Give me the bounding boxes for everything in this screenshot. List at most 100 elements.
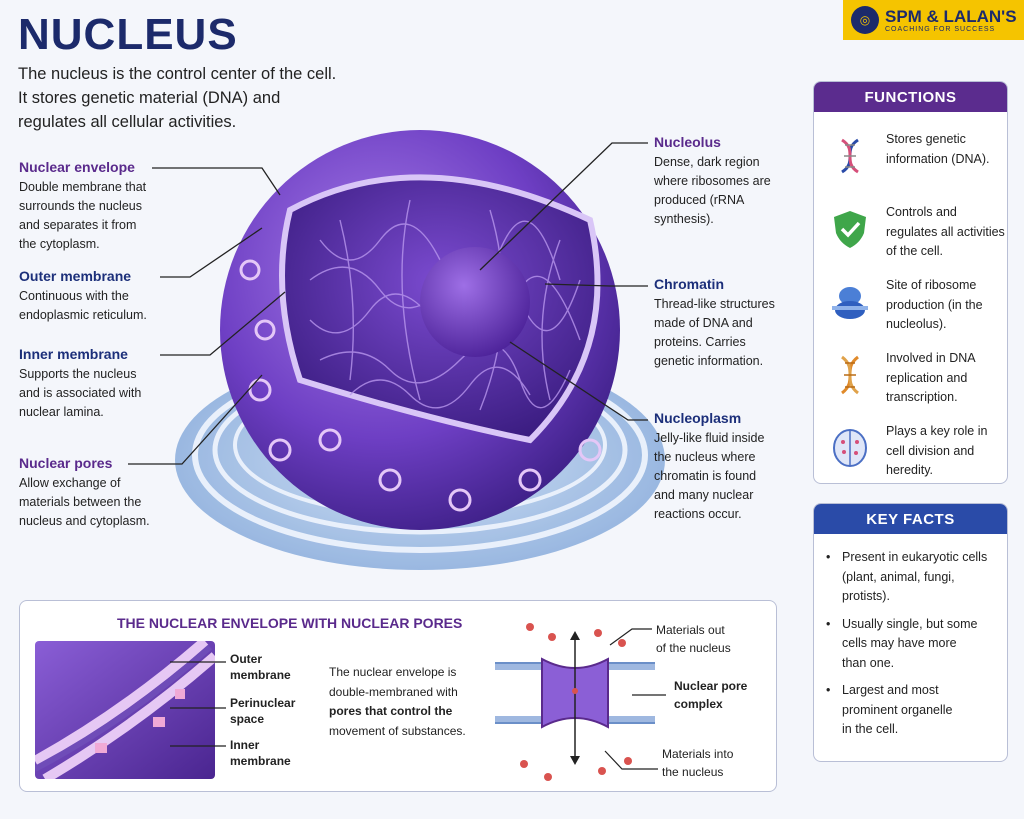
nuclear-pore-complex-diagram [495, 623, 655, 781]
desc-line: made of DNA and [654, 316, 753, 330]
label-line: Inner [230, 738, 260, 752]
desc-line: Supports the nucleus [19, 367, 137, 381]
desc-line: endoplasmic reticulum. [19, 308, 147, 322]
functions-panel: FUNCTIONS Stores genetic information (DN… [813, 81, 1008, 484]
pore-leader-lines [604, 628, 666, 770]
label-line: complex [674, 697, 723, 711]
label-title: Outer membrane [19, 268, 132, 284]
text-line: nucleolus). [886, 317, 947, 331]
key-fact-item: • Usually single, but some cells may hav… [826, 615, 999, 674]
label-inner-membrane: Inner membrane Supports the nucleus and … [19, 346, 179, 422]
fact-line: (plant, animal, fungi, [842, 569, 955, 584]
label-line: of the nucleus [656, 641, 731, 655]
label-materials-in: Materials into the nucleus [662, 745, 733, 781]
envelope-description: The nuclear envelope is double-membraned… [329, 663, 466, 741]
desc-line: the cytoplasm. [19, 237, 100, 251]
desc-line: nucleus and cytoplasm. [19, 514, 150, 528]
envelope-closeup-image [35, 641, 215, 779]
desc-line: Dense, dark region [654, 155, 760, 169]
label-line: Materials into [662, 747, 734, 761]
label-line: membrane [230, 754, 291, 768]
label-nuclear-pores: Nuclear pores Allow exchange of material… [19, 455, 179, 531]
function-item: Involved in DNA replication and transcri… [814, 345, 1007, 418]
key-fact-item: • Largest and most prominent organelle i… [826, 681, 999, 740]
desc-line: Allow exchange of [19, 476, 121, 490]
label-desc: Dense, dark region where ribosomes are p… [654, 153, 804, 229]
brand-tagline: COACHING FOR SUCCESS [885, 25, 996, 33]
desc-line: produced (rRNA [654, 193, 745, 207]
intro-line-2: It stores genetic material (DNA) and [18, 89, 281, 107]
label-nuclear-pore-complex: Nuclear pore complex [674, 677, 747, 713]
text-line: regulates all activities [886, 224, 1005, 239]
label-line: Outer [230, 652, 263, 666]
text-line: Plays a key role in [886, 424, 988, 438]
function-item: Plays a key role in cell division and he… [814, 418, 1007, 491]
label-line: Perinuclear [230, 696, 296, 710]
intro-text: The nucleus is the control center of the… [18, 62, 378, 134]
label-desc: Continuous with the endoplasmic reticulu… [19, 287, 179, 325]
bullet-icon: • [826, 550, 831, 564]
desc-line: synthesis). [654, 212, 714, 226]
label-title: Inner membrane [19, 346, 128, 362]
text-line: information (DNA). [886, 151, 990, 166]
key-facts-heading: KEY FACTS [814, 504, 1007, 534]
key-facts-panel: KEY FACTS • Present in eukaryotic cells … [813, 503, 1008, 762]
label-title: Nuclear pores [19, 455, 113, 471]
pores-panel-title: THE NUCLEAR ENVELOPE WITH NUCLEAR PORES [117, 615, 463, 631]
desc-line: The nuclear envelope is [329, 665, 457, 679]
nuclear-pores-panel: THE NUCLEAR ENVELOPE WITH NUCLEAR PORES … [19, 600, 777, 792]
label-chromatin: Chromatin Thread-like structures made of… [654, 276, 804, 371]
function-item: Site of ribosome production (in the nucl… [814, 272, 1007, 345]
function-item: Controls and regulates all activities of… [814, 199, 1007, 272]
text-line: production (in the [886, 297, 983, 312]
brand-emblem-icon: ◎ [851, 6, 879, 34]
fact-line: Present in eukaryotic cells [842, 550, 988, 564]
label-materials-out: Materials out of the nucleus [656, 621, 731, 657]
label-nucleolus: Nucleolus Dense, dark region where ribos… [654, 134, 804, 229]
intro-line-3: regulates all cellular activities. [18, 113, 237, 131]
desc-line: Double membrane that [19, 180, 147, 194]
text-line: Stores genetic [886, 132, 966, 146]
function-text: Involved in DNA replication and transcri… [886, 349, 976, 408]
label-title: Chromatin [654, 276, 724, 292]
text-line: replication and [886, 370, 968, 385]
desc-line: and separates it from [19, 218, 137, 232]
function-text: Stores genetic information (DNA). [886, 130, 990, 169]
text-line: Controls and [886, 205, 957, 219]
brand-logo-banner: ◎ SPM & LALAN'S COACHING FOR SUCCESS [843, 0, 1024, 40]
page-title: NUCLEUS [18, 10, 238, 59]
function-text: Controls and regulates all activities of… [886, 203, 1005, 262]
function-item: Stores genetic information (DNA). [814, 126, 1007, 199]
desc-line: nuclear lamina. [19, 405, 104, 419]
nucleus-illustration [175, 130, 665, 570]
fact-line: cells may have more [842, 636, 957, 650]
desc-line: double-membraned with [329, 684, 458, 699]
desc-line: Jelly-like fluid inside [654, 431, 765, 445]
label-title: Nuclear envelope [19, 159, 135, 175]
inset-label-perinuclear-space: Perinuclear space [230, 695, 295, 727]
label-desc: Supports the nucleus and is associated w… [19, 365, 179, 422]
label-desc: Allow exchange of materials between the … [19, 474, 179, 531]
label-line: Nuclear pore [674, 679, 748, 693]
desc-line: genetic information. [654, 354, 764, 368]
desc-line: materials between the [19, 495, 142, 509]
fact-line: Usually single, but some [842, 616, 978, 631]
label-line: Materials out [656, 623, 725, 637]
desc-line: and is associated with [19, 386, 142, 400]
desc-line: the nucleus where [654, 450, 756, 464]
text-line: Involved in DNA [886, 351, 976, 365]
inset-label-inner-membrane: Inner membrane [230, 737, 291, 769]
functions-heading: FUNCTIONS [814, 82, 1007, 112]
desc-line: movement of substances. [329, 723, 466, 738]
desc-line: reactions occur. [654, 507, 742, 521]
label-line: space [230, 712, 265, 726]
desc-line: where ribosomes are [654, 174, 771, 188]
function-text: Site of ribosome production (in the nucl… [886, 276, 983, 335]
fact-line: Largest and most [842, 683, 939, 697]
intro-line-1: The nucleus is the control center of the… [18, 65, 337, 83]
desc-line: pores that control the [329, 704, 453, 718]
desc-line: chromatin is found [654, 469, 757, 483]
label-line: membrane [230, 668, 291, 682]
label-desc: Thread-like structures made of DNA and p… [654, 295, 804, 371]
label-nucleoplasm: Nucleoplasm Jelly-like fluid inside the … [654, 410, 804, 524]
